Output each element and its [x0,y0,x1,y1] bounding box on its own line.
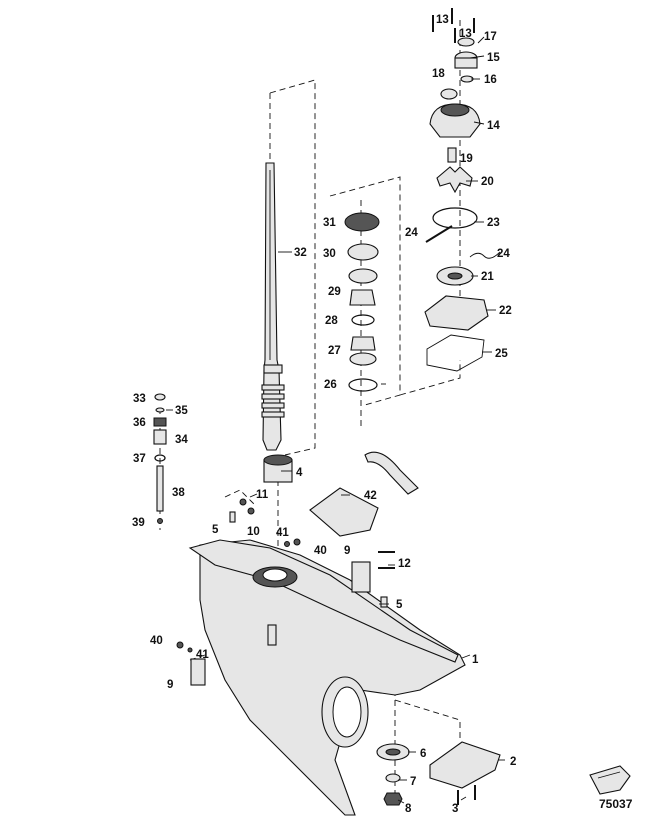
label-27: 27 [328,345,341,357]
label-4: 4 [296,467,303,479]
label-29: 29 [328,286,341,298]
label-30: 30 [323,248,336,260]
label-19: 19 [460,153,473,165]
label-9b: 9 [167,679,173,691]
label-12: 12 [398,558,411,570]
label-33: 33 [133,393,146,405]
label-22: 22 [499,305,512,317]
driveshaft [261,162,285,451]
label-38: 38 [172,487,185,499]
label-10: 10 [247,526,260,538]
label-28: 28 [325,315,338,327]
label-25: 25 [495,348,508,360]
label-11: 11 [256,489,269,501]
label-14: 14 [487,120,500,132]
label-39: 39 [132,517,145,529]
label-41a: 41 [276,527,289,539]
bearing-cup [263,454,293,483]
gear-housing [188,539,466,816]
shift-shaft-parts [153,393,167,524]
label-32: 32 [294,247,307,259]
label-7: 7 [410,776,416,788]
label-18: 18 [432,68,445,80]
label-34: 34 [175,434,188,446]
label-40a: 40 [314,545,327,557]
label-3: 3 [452,803,458,815]
label-5a: 5 [212,524,219,536]
figure-number: 75037 [599,797,633,811]
label-5b: 5 [396,599,403,611]
label-41b: 41 [196,649,209,661]
label-21: 21 [481,271,494,283]
label-20: 20 [481,176,494,188]
label-24a: 24 [405,227,418,239]
label-1: 1 [472,654,479,666]
label-26: 26 [324,379,337,391]
label-17: 17 [484,31,497,43]
label-16: 16 [484,74,497,86]
label-42: 42 [364,490,377,502]
label-15: 15 [487,52,500,64]
label-37: 37 [133,453,146,465]
boat-icon [589,765,631,795]
label-24b: 24 [497,248,510,260]
water-pump-parts [424,8,501,372]
label-35: 35 [175,405,188,417]
label-6: 6 [420,748,426,760]
label-13b: 13 [459,28,472,40]
label-8: 8 [405,803,412,815]
label-31: 31 [323,217,336,229]
part-number-labels: 1 2 3 4 5 5 6 7 8 9 9 10 11 12 13 13 14 … [132,14,633,815]
pinion-gear-bearing-stack [344,212,380,392]
label-36: 36 [133,417,146,429]
leader-lines [166,36,505,804]
label-2: 2 [510,756,516,768]
water-tube-guide [309,451,419,537]
label-23: 23 [487,217,500,229]
label-13a: 13 [436,14,449,26]
label-40b: 40 [150,635,163,647]
label-9a: 9 [344,545,350,557]
